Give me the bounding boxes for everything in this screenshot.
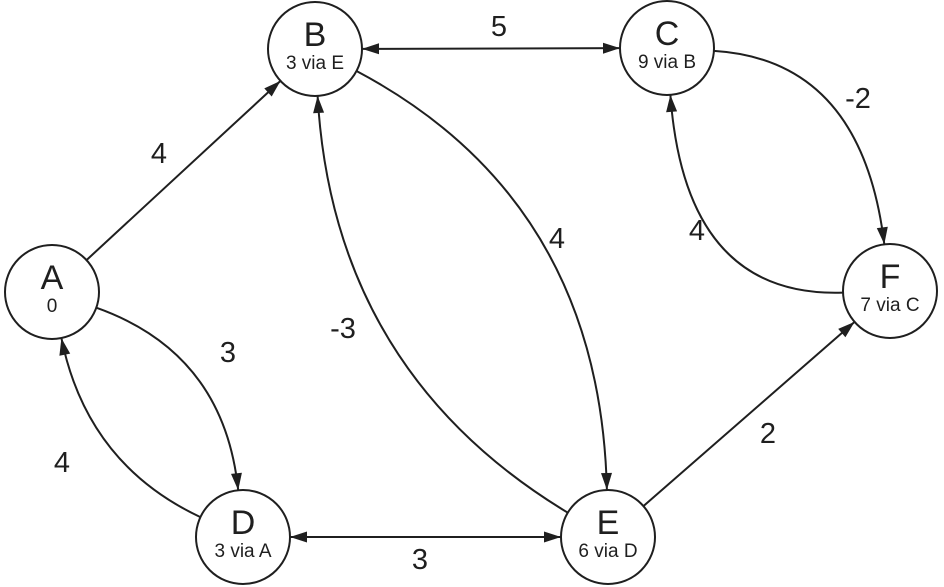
node-D: D3 via A — [195, 489, 291, 585]
edge-weight-label: -3 — [330, 313, 356, 345]
edge-F-C: 4 — [666, 94, 844, 294]
node-circle — [4, 244, 100, 340]
node-sublabel: 7 via C — [860, 295, 919, 316]
edge-B-E: 4 — [356, 70, 612, 491]
node-A: A0 — [4, 244, 100, 340]
edge-D-E: 3 — [290, 531, 561, 576]
node-sublabel: 9 via B — [638, 52, 696, 73]
edge-path — [669, 94, 844, 294]
arrowhead-icon — [313, 95, 325, 114]
node-sublabel: 0 — [47, 296, 58, 317]
node-label: F — [880, 258, 901, 296]
node-label: E — [597, 504, 620, 542]
node-circle — [842, 243, 938, 339]
node-C: C9 via B — [619, 0, 715, 96]
arrowhead-icon — [59, 338, 71, 356]
edge-weight-label: 3 — [412, 544, 428, 576]
edge-weight-label: 4 — [151, 138, 167, 170]
edge-weight-label: 4 — [54, 447, 70, 479]
node-circle — [560, 489, 656, 585]
node-label: A — [41, 259, 64, 297]
edge-A-B: 4 — [85, 80, 282, 261]
node-B: B3 via E — [267, 1, 363, 97]
node-label: B — [304, 16, 327, 54]
node-circle — [619, 0, 715, 96]
edge-path — [95, 306, 240, 491]
edge-E-F: 2 — [642, 321, 856, 507]
node-F: F7 via C — [842, 243, 938, 339]
edge-A-D: 3 — [95, 306, 242, 491]
node-label: C — [655, 15, 680, 53]
arrowhead-icon — [603, 42, 620, 54]
edge-weight-label: 5 — [491, 11, 507, 43]
edge-path — [356, 70, 608, 491]
edge-path — [60, 337, 201, 519]
edge-weight-label: 3 — [220, 337, 236, 369]
arrowhead-icon — [876, 226, 888, 245]
arrowhead-icon — [362, 43, 379, 55]
edge-B-C: 5 — [361, 11, 621, 55]
edge-weight-label: 4 — [549, 223, 565, 255]
edge-path — [713, 49, 886, 245]
edge-C-F: -2 — [713, 49, 888, 245]
node-circle — [267, 1, 363, 97]
edge-weight-label: -2 — [845, 83, 871, 115]
edge-path — [642, 321, 856, 507]
node-sublabel: 6 via D — [578, 541, 637, 562]
node-circle — [195, 489, 291, 585]
node-sublabel: 3 via E — [286, 53, 344, 74]
node-E: E6 via D — [560, 489, 656, 585]
edge-E-B: -3 — [313, 95, 569, 514]
arrowhead-icon — [544, 531, 561, 543]
edge-weight-label: 2 — [760, 418, 776, 450]
edge-path — [316, 95, 569, 514]
arrowhead-icon — [264, 80, 281, 97]
edge-D-A: 4 — [54, 337, 201, 519]
edge-path — [85, 80, 282, 261]
node-label: D — [231, 504, 256, 542]
node-sublabel: 3 via A — [214, 541, 271, 562]
edge-path — [361, 47, 621, 50]
edge-weight-label: 4 — [689, 215, 705, 247]
arrowhead-icon — [666, 94, 678, 113]
arrowhead-icon — [838, 321, 855, 338]
arrowhead-icon — [231, 472, 242, 491]
arrowhead-icon — [290, 531, 307, 543]
arrowhead-icon — [601, 472, 612, 490]
